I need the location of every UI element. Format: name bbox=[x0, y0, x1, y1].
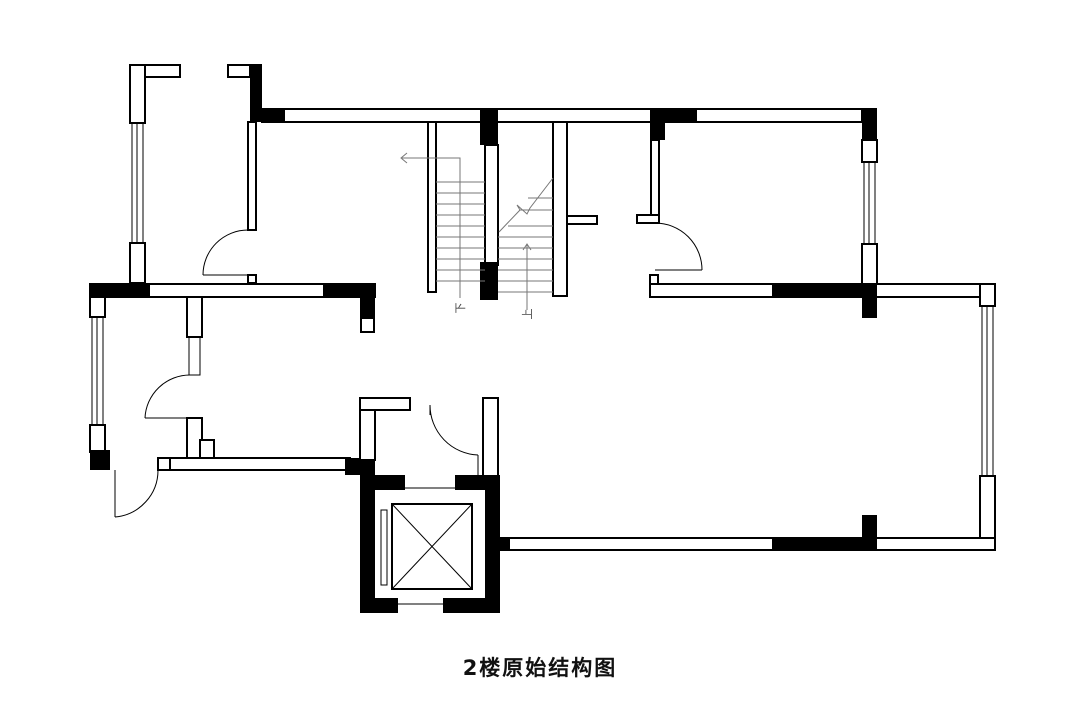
stair-treads-down bbox=[400, 152, 485, 298]
left-room bbox=[89, 296, 375, 518]
plan-caption: 2楼原始结构图 bbox=[462, 656, 618, 680]
stair-down-label: 下 bbox=[454, 303, 467, 314]
upper-right-room bbox=[636, 139, 996, 318]
top-wall bbox=[227, 64, 877, 145]
stair-treads-up bbox=[498, 177, 554, 310]
elevator-lobby bbox=[359, 397, 499, 477]
staircase: 下 上 bbox=[400, 121, 598, 320]
upper-left-balcony bbox=[129, 64, 257, 284]
living-area bbox=[497, 305, 996, 551]
stair-up-label: 上 bbox=[521, 309, 534, 320]
elevator-shaft bbox=[360, 475, 500, 613]
middle-left-wall bbox=[89, 283, 376, 376]
